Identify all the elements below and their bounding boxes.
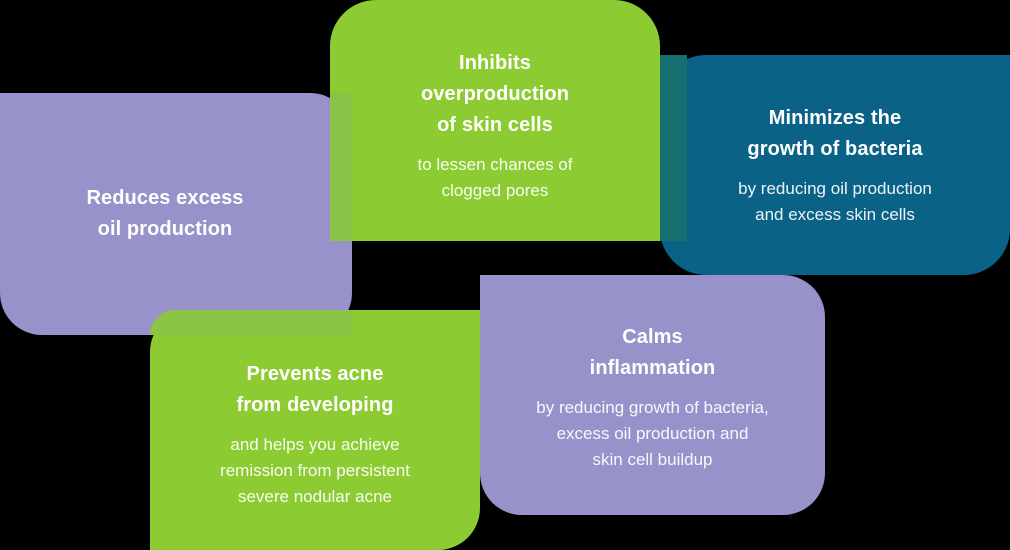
card-title: Minimizes the growth of bacteria — [747, 106, 923, 160]
card-title: Prevents acne from developing — [236, 362, 394, 416]
card-text-block: Prevents acne from developing and helps … — [220, 359, 410, 510]
card-title: Reduces excess oil production — [86, 187, 244, 240]
card-minimizes-growth-of-bacteria[interactable]: Minimizes the growth of bacteria by redu… — [660, 55, 1010, 275]
card-title: Inhibits overproduction of skin cells — [420, 51, 570, 136]
card-text-block: Minimizes the growth of bacteria by redu… — [738, 103, 932, 228]
card-text-block: Calms inflammation by reducing growth of… — [536, 322, 768, 473]
card-text-block: Reduces excess oil production — [86, 183, 243, 245]
card-calms-inflammation[interactable]: Calms inflammation by reducing growth of… — [480, 275, 825, 515]
card-subtitle: to lessen chances of clogged pores — [417, 154, 573, 200]
card-subtitle: and helps you achieve remission from per… — [220, 434, 410, 506]
overlap-blend-green-over-purple — [330, 93, 352, 241]
card-prevents-acne-from-developing[interactable]: Prevents acne from developing and helps … — [150, 310, 480, 550]
card-title: Calms inflammation — [589, 325, 716, 379]
card-subtitle: by reducing oil production and excess sk… — [738, 178, 932, 224]
card-text-block: Inhibits overproduction of skin cells to… — [418, 48, 573, 204]
overlap-blend-bottom-green-over-purple — [150, 310, 352, 335]
card-subtitle: by reducing growth of bacteria, excess o… — [536, 397, 769, 469]
card-reduces-excess-oil-production[interactable]: Reduces excess oil production — [0, 93, 352, 335]
card-inhibits-overproduction-of-skin-cells[interactable]: Inhibits overproduction of skin cells to… — [330, 0, 660, 241]
